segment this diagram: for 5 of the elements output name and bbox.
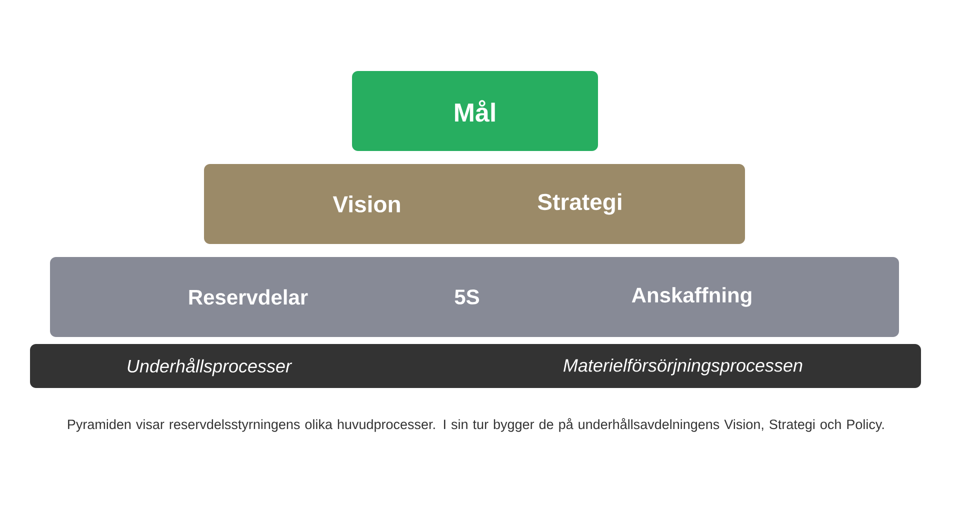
pyramid-level: Vision Strategi: [204, 164, 745, 244]
pyramid-level: Reservdelar 5S Anskaffning: [50, 256, 899, 337]
caption: Pyramiden visar reservdelsstyrningens olika huvudprocesser. I sin tur bygger de på underhållsavdelningens Vision, Strategi och Policy.: [68, 418, 884, 432]
pyramid-level: Underhållsprocesser Materielförsörjningsprocessen: [30, 344, 921, 388]
pyramid-level: Mål: [352, 71, 598, 151]
